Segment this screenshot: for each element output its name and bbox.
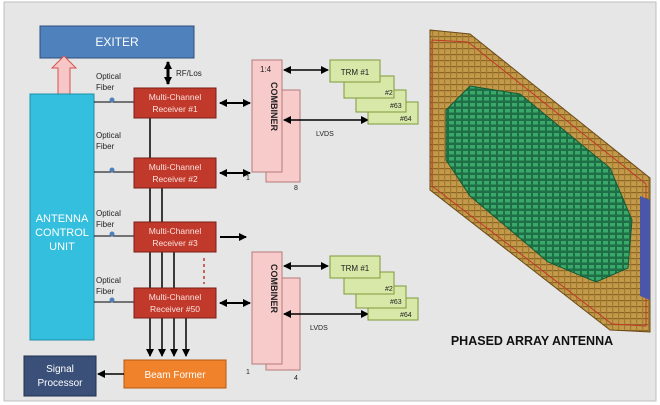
receiver-3-block: Multi-Channel Receiver #3 xyxy=(133,221,217,253)
combiner-top-front xyxy=(251,59,283,173)
combiner-bottom-label: COMBINER xyxy=(269,264,279,313)
combiner-bottom-num-1: 1 xyxy=(246,369,250,376)
optical-fiber-1: Optical Fiber xyxy=(94,72,134,103)
trm-top-63-label: #63 xyxy=(390,103,402,110)
optical-fiber-3: Optical Fiber xyxy=(94,209,134,237)
acu-label-line2: CONTROL xyxy=(35,227,89,239)
antenna-control-unit-block: ANTENNA CONTROL UNIT xyxy=(29,93,95,341)
combiner-trm-links-top xyxy=(283,66,369,124)
rf-los-label: RF/Los xyxy=(176,69,202,78)
lvds-label-top: LVDS xyxy=(316,131,334,138)
trm-top-64-label: #64 xyxy=(400,116,412,123)
antenna-frame-border xyxy=(431,39,647,327)
acu-to-exciter-arrow xyxy=(50,55,78,95)
receiver-50-block: Multi-Channel Receiver #50 xyxy=(133,287,217,319)
receiver-50-line1: Multi-Channel xyxy=(149,292,202,302)
antenna-caption: PHASED ARRAY ANTENNA xyxy=(451,334,613,348)
signal-processor-block: Signal Processor xyxy=(23,355,97,397)
receiver-3-line1: Multi-Channel xyxy=(149,226,202,236)
receiver-2-line2: Receiver #2 xyxy=(152,174,198,184)
optical-fiber-links: Optical Fiber Optical Fiber Optical Fibe… xyxy=(94,72,134,303)
acu-label-line3: UNIT xyxy=(49,241,75,253)
trm-bottom-2-label: #2 xyxy=(385,286,393,293)
optical-fiber-4: Optical Fiber xyxy=(94,276,134,303)
combiner-top-block: 1:4 COMBINER 1 8 xyxy=(246,59,301,192)
optical-fiber-2: Optical Fiber xyxy=(94,131,134,173)
trm-top-1-label: TRM #1 xyxy=(341,68,370,77)
beam-former-block: Beam Former xyxy=(123,359,227,389)
trm-stack-bottom: TRM #1 #2 #63 #64 xyxy=(329,255,419,321)
combiner-top-num-8: 8 xyxy=(294,185,298,192)
acu-label-line1: ANTENNA xyxy=(36,213,89,225)
optical-fiber-3-line1: Optical xyxy=(96,209,121,218)
receiver-50-line2: Receiver #50 xyxy=(150,304,200,314)
combiner-bottom-num-4: 4 xyxy=(294,375,298,382)
receiver-combiner-links xyxy=(219,99,251,307)
exciter-block: EXITER xyxy=(39,25,195,59)
optical-fiber-2-line2: Fiber xyxy=(96,142,115,151)
signal-processor-line1: Signal xyxy=(46,364,74,375)
phased-array-antenna: PHASED ARRAY ANTENNA xyxy=(429,29,651,348)
receiver-2-block: Multi-Channel Receiver #2 xyxy=(133,157,217,189)
receiver-1-line1: Multi-Channel xyxy=(149,92,202,102)
antenna-side-panel xyxy=(640,196,650,300)
trm-bottom-64-label: #64 xyxy=(400,312,412,319)
antenna-element-array xyxy=(445,85,633,283)
optical-fiber-1-line1: Optical xyxy=(96,72,121,81)
combiner-top-ratio: 1:4 xyxy=(260,65,272,74)
receiver-2-line1: Multi-Channel xyxy=(149,162,202,172)
optical-fiber-4-line1: Optical xyxy=(96,276,121,285)
combiner-top-num-1: 1 xyxy=(246,175,250,182)
receiver-1-line2: Receiver #1 xyxy=(152,104,198,114)
combiner-trm-links-bottom xyxy=(283,262,369,318)
exciter-label: EXITER xyxy=(95,35,139,49)
trm-top-2-label: #2 xyxy=(385,90,393,97)
signal-processor-line2: Processor xyxy=(37,378,83,389)
receiver-3-line2: Receiver #3 xyxy=(152,238,198,248)
receiver-1-block: Multi-Channel Receiver #1 xyxy=(133,87,217,119)
lvds-label-bottom: LVDS xyxy=(310,325,328,332)
combiner-bottom-block: COMBINER 1 4 xyxy=(246,251,301,382)
combiner-top-label: COMBINER xyxy=(269,82,279,131)
trm-bottom-63-label: #63 xyxy=(390,299,402,306)
optical-fiber-4-line2: Fiber xyxy=(96,287,115,296)
optical-fiber-3-line2: Fiber xyxy=(96,220,115,229)
optical-fiber-1-line2: Fiber xyxy=(96,83,115,92)
trm-stack-top: TRM #1 #2 #63 #64 xyxy=(329,59,419,125)
beam-former-label: Beam Former xyxy=(144,370,206,381)
trm-bottom-1-label: TRM #1 xyxy=(341,264,370,273)
combiner-bottom-front xyxy=(251,251,283,365)
optical-fiber-2-line1: Optical xyxy=(96,131,121,140)
